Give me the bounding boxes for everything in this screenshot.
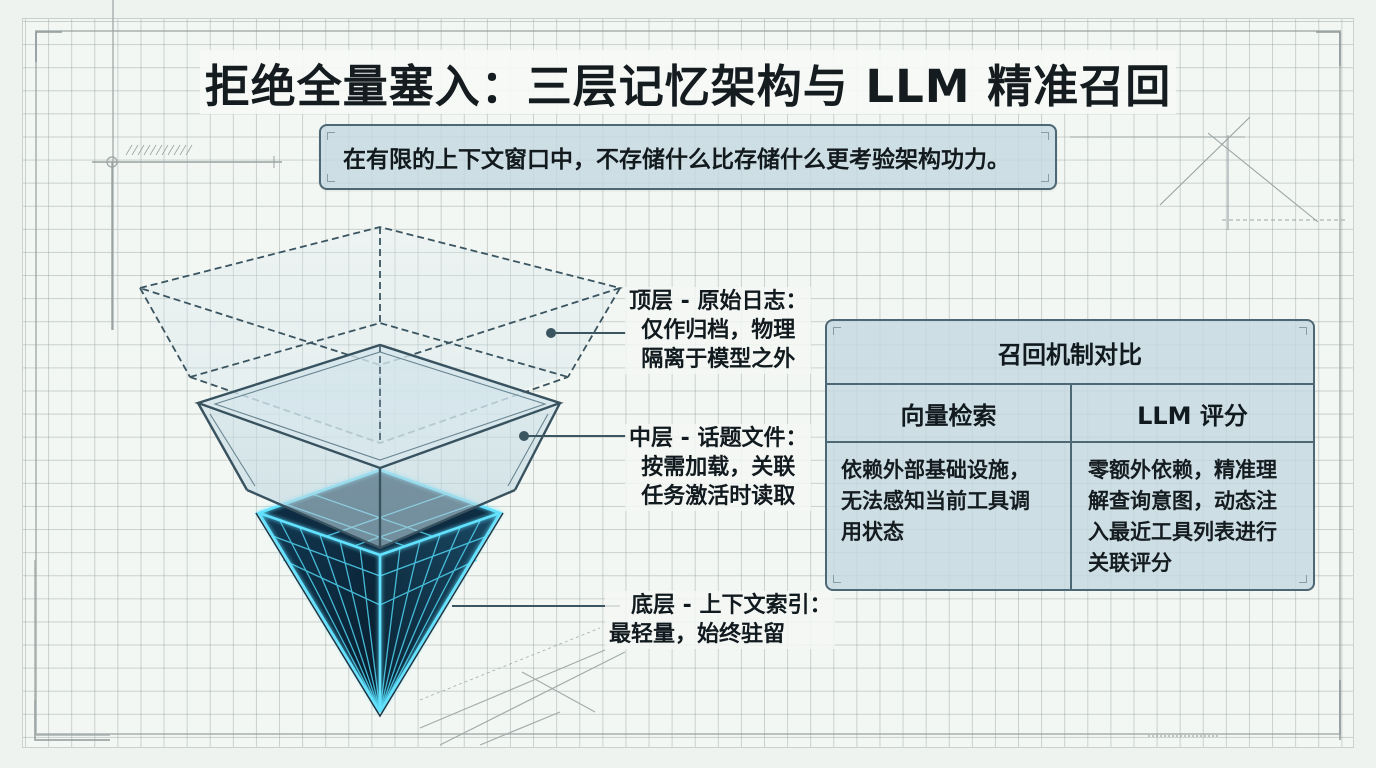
cell-line: 依赖外部基础设施，: [841, 458, 1030, 482]
cell-llm-scoring: 零额外依赖，精准理 解查询意图，动态注 入最近工具列表进行 关联评分: [1070, 443, 1313, 589]
label-middle-heading: 中层 - 话题文件：: [629, 426, 808, 451]
label-middle-line-2: 任务激活时读取: [641, 484, 796, 509]
subtitle-callout: 在有限的上下文窗口中，不存储什么比存储什么更考验架构功力。: [319, 124, 1057, 190]
comparison-table: 召回机制对比 向量检索 LLM 评分 依赖外部基础设施， 无法感知当前工具调 用…: [825, 319, 1315, 591]
cell-line: 零额外依赖，精准理: [1088, 458, 1277, 482]
drawing-frame: [35, 30, 1341, 735]
table-row: 依赖外部基础设施， 无法感知当前工具调 用状态 零额外依赖，精准理 解查询意图，…: [827, 443, 1313, 589]
corner-mark: [1041, 132, 1049, 140]
corner-mark: [327, 132, 335, 140]
cell-line: 无法感知当前工具调: [841, 489, 1030, 513]
corner-mark: [1299, 327, 1307, 335]
label-top-layer: 顶层 - 原始日志： 仅作归档，物理 隔离于模型之外: [625, 287, 812, 374]
cell-vector-search: 依赖外部基础设施， 无法感知当前工具调 用状态: [827, 443, 1070, 589]
label-bottom-line-1: 最轻量，始终驻留: [609, 622, 786, 647]
corner-mark: [327, 174, 335, 182]
page-title: 拒绝全量塞入：三层记忆架构与 LLM 精准召回: [200, 50, 1176, 114]
label-bottom-heading: 底层 - 上下文索引：: [631, 593, 832, 618]
corner-mark: [833, 327, 841, 335]
column-header-vector-search: 向量检索: [827, 385, 1070, 443]
cell-line: 解查询意图，动态注: [1088, 489, 1277, 513]
label-middle-line-1: 按需加载，关联: [641, 455, 796, 480]
column-header-llm-scoring: LLM 评分: [1070, 385, 1313, 443]
subtitle-text: 在有限的上下文窗口中，不存储什么比存储什么更考验架构功力。: [343, 147, 1010, 173]
label-middle-layer: 中层 - 话题文件： 按需加载，关联 任务激活时读取: [625, 424, 812, 511]
label-bottom-layer: 底层 - 上下文索引： 最轻量，始终驻留: [605, 591, 836, 649]
table-header-row: 向量检索 LLM 评分: [827, 385, 1313, 443]
table-title: 召回机制对比: [827, 321, 1313, 385]
cell-line: 入最近工具列表进行: [1088, 520, 1277, 544]
corner-mark: [1041, 174, 1049, 182]
cell-line: 关联评分: [1088, 551, 1172, 575]
cell-line: 用状态: [841, 520, 904, 544]
label-top-line-1: 仅作归档，物理: [641, 318, 796, 343]
corner-mark: [833, 575, 841, 583]
label-top-heading: 顶层 - 原始日志：: [629, 289, 808, 314]
corner-mark: [1299, 575, 1307, 583]
label-top-line-2: 隔离于模型之外: [641, 347, 796, 372]
